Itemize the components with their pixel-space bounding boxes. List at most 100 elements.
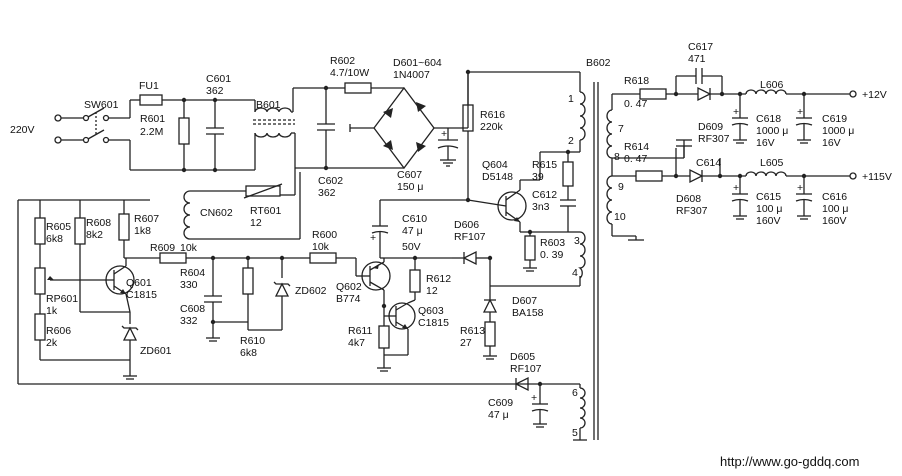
- startup-section: [183, 168, 301, 240]
- label-r600: R600: [312, 229, 337, 241]
- label-r614-value: 0. 47: [624, 153, 648, 165]
- label-r605-value: 6k8: [46, 233, 63, 245]
- label-d605-value: RF107: [510, 363, 542, 375]
- label-l606: L606: [760, 79, 784, 91]
- label-r603-value: 0. 39: [540, 249, 564, 261]
- label-rp601-value: 1k: [46, 305, 58, 317]
- label-r616: R616: [480, 109, 505, 121]
- label-c610-value: 47 μ: [402, 225, 423, 237]
- label-zd601: ZD601: [140, 345, 172, 357]
- transformer-pin-labels: 1 2 3 4 5 6 7 8 9 10: [568, 93, 626, 439]
- label-r604-value: 330: [180, 279, 198, 291]
- label-c612: C612: [532, 189, 557, 201]
- label-r601-value: 2.2M: [140, 126, 163, 138]
- label-c619: C619: [822, 113, 847, 125]
- label-q604: Q604: [482, 159, 508, 171]
- label-r611: R611: [348, 325, 372, 337]
- svg-text:+: +: [531, 392, 537, 404]
- pin-2: 2: [568, 135, 574, 147]
- label-c618: C618: [756, 113, 781, 125]
- label-c602: C602: [318, 175, 343, 187]
- driver-stage: [300, 250, 581, 372]
- pin-10: 10: [614, 211, 626, 223]
- label-c609: C609: [488, 397, 513, 409]
- pin-4: 4: [572, 267, 578, 279]
- label-c615: C615: [756, 191, 781, 203]
- label-l605: L605: [760, 157, 784, 169]
- label-r615: R615: [532, 159, 557, 171]
- output-115v-section: + +: [612, 148, 857, 220]
- label-d608-value: RF307: [676, 205, 708, 217]
- label-c607: C607: [397, 169, 422, 181]
- label-sw601: SW601: [84, 99, 119, 111]
- label-c610: C610: [402, 213, 427, 225]
- label-c614: C614: [696, 157, 721, 169]
- label-d607: D607: [512, 295, 537, 307]
- label-r600-value: 10k: [312, 241, 330, 253]
- label-d601-604-value: 1N4007: [393, 69, 430, 81]
- pin-6: 6: [572, 387, 578, 399]
- label-c618-voltage: 16V: [756, 137, 775, 149]
- label-c616: C616: [822, 191, 847, 203]
- label-rt601-value: 12: [250, 217, 262, 229]
- ac-input-label: 220V: [10, 124, 35, 136]
- component-labels: 220V SW601 FU1 R601 2.2M C601 362 B601 R…: [10, 41, 892, 421]
- aux-winding-section: +: [514, 376, 587, 441]
- pin-1: 1: [568, 93, 574, 105]
- label-rp601: RP601: [46, 293, 78, 305]
- label-d609-value: RF307: [698, 133, 730, 145]
- label-r601: R601: [140, 113, 165, 125]
- label-c615-value: 100 μ: [756, 203, 783, 215]
- label-q601-value: C1815: [126, 289, 157, 301]
- pin-3: 3: [574, 235, 580, 247]
- label-d607-value: BA158: [512, 307, 544, 319]
- label-c618-value: 1000 μ: [756, 125, 788, 137]
- label-q602-value: B774: [336, 293, 361, 305]
- label-d606-value: RF107: [454, 231, 486, 243]
- label-r604: R604: [180, 267, 205, 279]
- label-r607: R607: [134, 213, 159, 225]
- label-c601-value: 362: [206, 85, 224, 97]
- label-b602: B602: [586, 57, 611, 69]
- label-c608-value: 332: [180, 315, 198, 327]
- label-fu1: FU1: [139, 80, 159, 92]
- label-d608: D608: [676, 193, 701, 205]
- svg-text:+: +: [733, 106, 739, 118]
- label-c616-value: 100 μ: [822, 203, 849, 215]
- label-c617: C617: [688, 41, 713, 53]
- svg-text:+: +: [797, 182, 803, 194]
- pin-7: 7: [618, 123, 624, 135]
- mains-input-section: [54, 82, 404, 173]
- label-c601: C601: [206, 73, 231, 85]
- svg-text:+: +: [441, 128, 447, 140]
- label-c615-voltage: 160V: [756, 215, 781, 227]
- label-c612-value: 3n3: [532, 201, 550, 213]
- label-r608-value: 8k2: [86, 229, 103, 241]
- label-r606: R606: [46, 325, 71, 337]
- label-r608: R608: [86, 217, 111, 229]
- label-r602: R602: [330, 55, 355, 67]
- label-r613: R613: [460, 325, 485, 337]
- label-r609-value: 10k: [180, 242, 198, 254]
- bridge-rectifier: [349, 86, 468, 170]
- svg-text:+: +: [733, 182, 739, 194]
- label-cn602: CN602: [200, 207, 233, 219]
- label-c607-value: 150 μ: [397, 181, 424, 193]
- hv-rail: [462, 69, 581, 200]
- transformer-b602: [568, 82, 644, 440]
- c607-capacitor: +: [437, 128, 459, 167]
- label-r614: R614: [624, 141, 649, 153]
- label-r610-value: 6k8: [240, 347, 257, 359]
- label-q603-value: C1815: [418, 317, 449, 329]
- watermark-url: http://www.go-gddq.com: [720, 454, 859, 469]
- label-r618-value: 0. 47: [624, 98, 648, 110]
- label-r606-value: 2k: [46, 337, 58, 349]
- c610-capacitor: +: [370, 200, 389, 258]
- label-q604-value: D5148: [482, 171, 513, 183]
- label-rt601: RT601: [250, 205, 281, 217]
- label-r602-value: 4.7/10W: [330, 67, 369, 79]
- label-r618: R618: [624, 75, 649, 87]
- label-d605: D605: [510, 351, 535, 363]
- svg-text:+: +: [797, 106, 803, 118]
